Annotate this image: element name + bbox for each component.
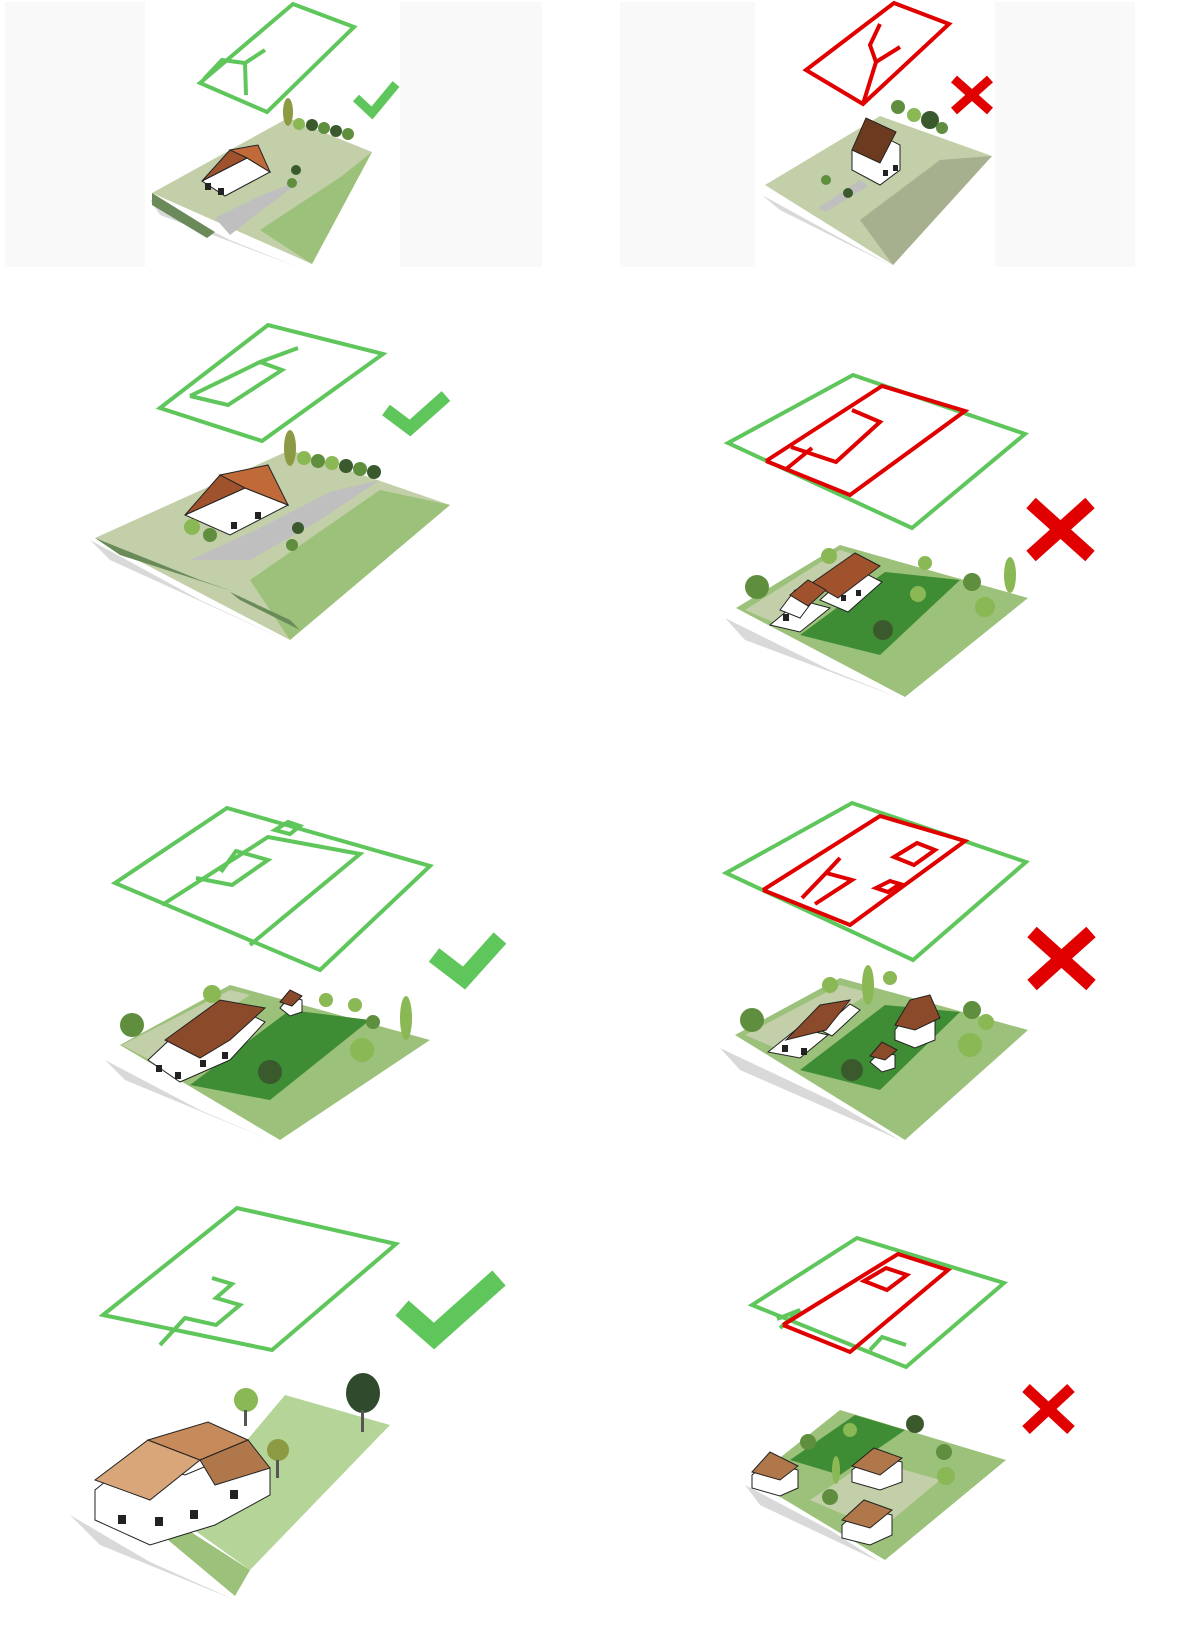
isometric-site-scene [720,965,1028,1140]
zoning-plan-inner [763,816,965,925]
zoning-plan-outline [806,3,949,104]
isometric-site-scene [725,545,1028,698]
check-icon [402,1278,499,1336]
cross-icon [954,79,990,111]
zoning-plan-inner [766,386,965,495]
zoning-plan-outline [728,375,1025,528]
isometric-site-scene [150,98,372,268]
check-icon [356,84,396,113]
isometric-site-scene [90,430,450,642]
cross-icon [1032,932,1091,985]
background-strip [995,2,1135,267]
isometric-site-scene [105,985,430,1140]
zoning-plan-outline [115,808,430,970]
zoning-plan-outline [200,4,354,112]
zoning-plan-outline [752,1238,1004,1367]
background-strip [400,2,542,267]
panel-row1-left [5,2,542,268]
cross-icon [1026,1388,1071,1430]
panel-row3-left [105,808,500,1140]
zoning-plan-outline [160,325,383,441]
cross-icon [1031,503,1090,556]
check-icon [434,938,500,978]
panel-row2-left [90,325,450,642]
check-icon [386,396,446,428]
isometric-site-scene [70,1373,390,1600]
panel-row2-right [725,375,1090,698]
zoning-plan-outline [726,803,1026,960]
isometric-site-scene [745,1410,1006,1562]
panel-row1-right [620,2,1135,267]
panel-row4-right [745,1238,1071,1562]
panel-row3-right [720,803,1091,1140]
isometric-site-scene [762,100,992,266]
background-strip [5,2,145,267]
panel-row4-left [70,1208,499,1600]
background-strip [620,2,755,267]
zoning-plan-outline [103,1208,396,1350]
